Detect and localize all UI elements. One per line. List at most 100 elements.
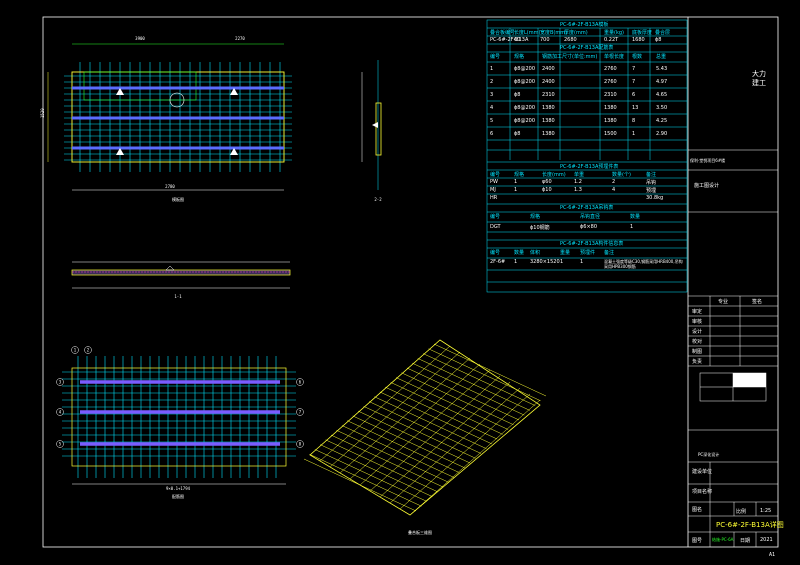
signature-row-label: 审核 [692,319,703,325]
table2-cell: 4 [490,105,494,111]
table2-cell: 4.65 [656,92,668,98]
drawing-border [42,16,779,548]
table2-cell: 1380 [542,105,555,111]
table5-cell: 混凝土强度等级C30,钢筋采用HRB400,吊钩采用HPB300钢筋 [604,259,683,269]
titleblock-logo-fill [733,373,766,387]
iso-rebar [303,339,547,516]
callout-circle [56,408,64,416]
table5-cell: 1 [560,259,564,265]
project-name: 保利·堂悦项目6#楼 [690,158,726,163]
callout-circle [71,346,79,354]
table1-header: 叠合层 [655,30,671,36]
date-label: 日期 [740,538,751,544]
table3-cell: 30.8kg [646,195,664,201]
sheet-info: PC深化设计 [698,452,720,457]
table5-header: 预埋件 [580,250,596,256]
table5-cell: 2F-6# [490,259,506,265]
detail-callout-circle [169,92,185,108]
signature-header: 专业 [718,299,729,305]
callout-number: 3 [59,380,62,385]
table2-cell: ϕ8@200 [514,118,536,124]
signature-row-label: 设计 [692,329,703,335]
table1-header: 长度L(mm) [514,30,541,36]
table3-cell: 1 [514,187,518,193]
lift-point-marker [230,88,238,95]
section-1-1-slab [71,269,291,276]
table1-header: 底板厚度 [632,30,653,36]
table2-cell: 4.97 [656,79,668,85]
iso-rebar-bar [319,345,451,462]
callout-number: 2 [87,348,90,353]
table2-cell: 1 [490,66,494,72]
table5-header: 体积 [530,250,541,256]
table5-header: 编号 [490,250,501,256]
table2-cell: 1 [632,131,636,137]
table2-cell: 1380 [542,118,555,124]
table3-cell: 1.3 [574,187,582,193]
iso-rebar-bar [399,393,531,510]
iso-rebar-bar [389,387,521,504]
iso-view: 叠合板三维图 [303,339,547,535]
callout-circle [56,440,64,448]
corner-mark: A1 [769,552,775,558]
plan-dim-seg-a: 3900 [135,36,145,41]
callout-number: 4 [59,410,62,415]
table2-header: 总重 [656,54,667,60]
callout-number: 5 [59,442,62,447]
iso-rebar-bar [359,369,491,486]
table2-cell: 1380 [542,131,555,137]
table2-cell: 2760 [604,66,617,72]
table2-cell: ϕ8@200 [514,79,536,85]
table1-cell: 1680 [632,37,645,43]
table1-title: PC-6#-2F-B13A模板 [560,22,609,28]
section-1-1-view: 1-1 [71,261,291,299]
date-value: 2021 [760,537,773,543]
table3-cell: MJ [490,187,496,193]
table2-cell: 5 [490,118,494,124]
table2-cell: 2310 [604,92,617,98]
table2-cell: 2400 [542,66,555,72]
table2-cell: 1380 [604,118,617,124]
table5-header: 数量 [514,250,525,256]
tables-outline [486,19,688,293]
iso-rebar-bar [329,351,461,468]
table5-cell: 1 [514,259,518,265]
table2-cell: 1380 [604,105,617,111]
table3-header: 单重 [574,172,585,178]
table1-cell: PC-6#-2F-B13A [490,37,529,43]
lift-point-marker [230,148,238,155]
table4-header: 编号 [490,214,501,220]
section-2-2-slab [375,102,382,156]
table1-cell: 0.22T [604,37,619,43]
section-1-1-label: 1-1 [174,294,182,299]
table2-cell: 8 [632,118,636,124]
callout-circle [56,378,64,386]
table1-header: 叠合板编号 [490,30,516,36]
scale-label: 比例 [736,509,747,515]
table4-title: PC-6#-2F-B13A吊钩表 [560,205,614,211]
table3-cell: HR [490,195,498,201]
callout-number: 7 [299,410,302,415]
rebar-outline [71,367,287,467]
callout-circle [84,346,92,354]
table4-cell: ϕ6×80 [580,224,598,230]
table1-cell: 700 [540,37,550,43]
plan-opening [83,71,197,101]
section-marker [372,122,378,128]
table2-cell: 1500 [604,131,617,137]
table5-cell: 1 [580,259,584,265]
callout-number: 8 [299,442,302,447]
iso-rebar-bar [409,399,541,516]
table2-cell: 3 [490,92,494,98]
section-2-2-label: 2-2 [374,197,382,202]
table5-cell: 3280×1520 [530,259,560,265]
table3-header: 编号 [490,172,501,178]
table2-cell: 2310 [542,92,555,98]
table2-cell: 2400 [542,79,555,85]
table4-header: 吊钩直径 [580,214,601,220]
table2-cell: 7 [632,79,636,85]
plan-dim-total: 2780 [165,184,175,189]
signature-row-label: 负责 [692,359,703,365]
table2-header: 钢筋加工尺寸(单位:mm) [542,54,598,60]
table5-header: 备注 [604,250,615,256]
